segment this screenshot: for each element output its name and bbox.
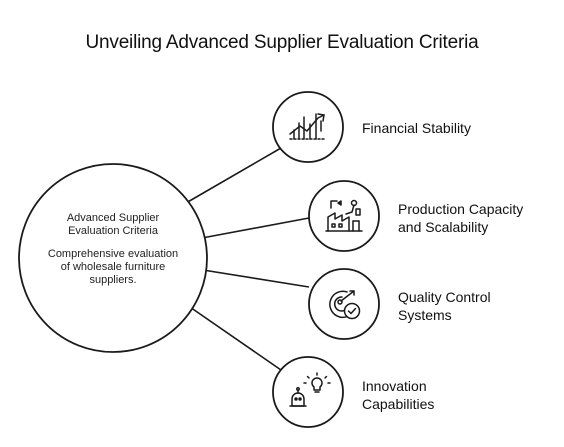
factory-icon	[325, 199, 363, 232]
branch-label-financial: Financial Stability	[362, 120, 471, 136]
connector-line-quality	[202, 269, 310, 288]
connector-line-production	[201, 217, 310, 239]
branch-node-financial	[272, 91, 344, 163]
branch-node-production	[308, 180, 380, 252]
center-heading: Advanced Supplier Evaluation Criteria	[66, 212, 160, 237]
center-node-circle	[18, 163, 208, 353]
center-node-text: Advanced Supplier Evaluation Criteria Co…	[46, 212, 180, 287]
connector-line-financial	[185, 147, 282, 204]
branch-label-innovation: Innovation Capabilities	[362, 378, 435, 412]
branch-node-innovation	[272, 356, 344, 428]
branch-node-quality	[308, 268, 380, 340]
branch-label-production: Production Capacity and Scalability	[398, 201, 524, 235]
center-description: Comprehensive evaluation of wholesale fu…	[47, 248, 179, 286]
connector-line-innovation	[186, 304, 282, 371]
branch-label-quality: Quality Control Systems	[398, 289, 491, 323]
page-title: Unveiling Advanced Supplier Evaluation C…	[85, 32, 479, 53]
financial-chart-icon	[289, 113, 327, 140]
robot-lightbulb-icon	[289, 372, 331, 407]
target-check-icon	[329, 290, 361, 320]
